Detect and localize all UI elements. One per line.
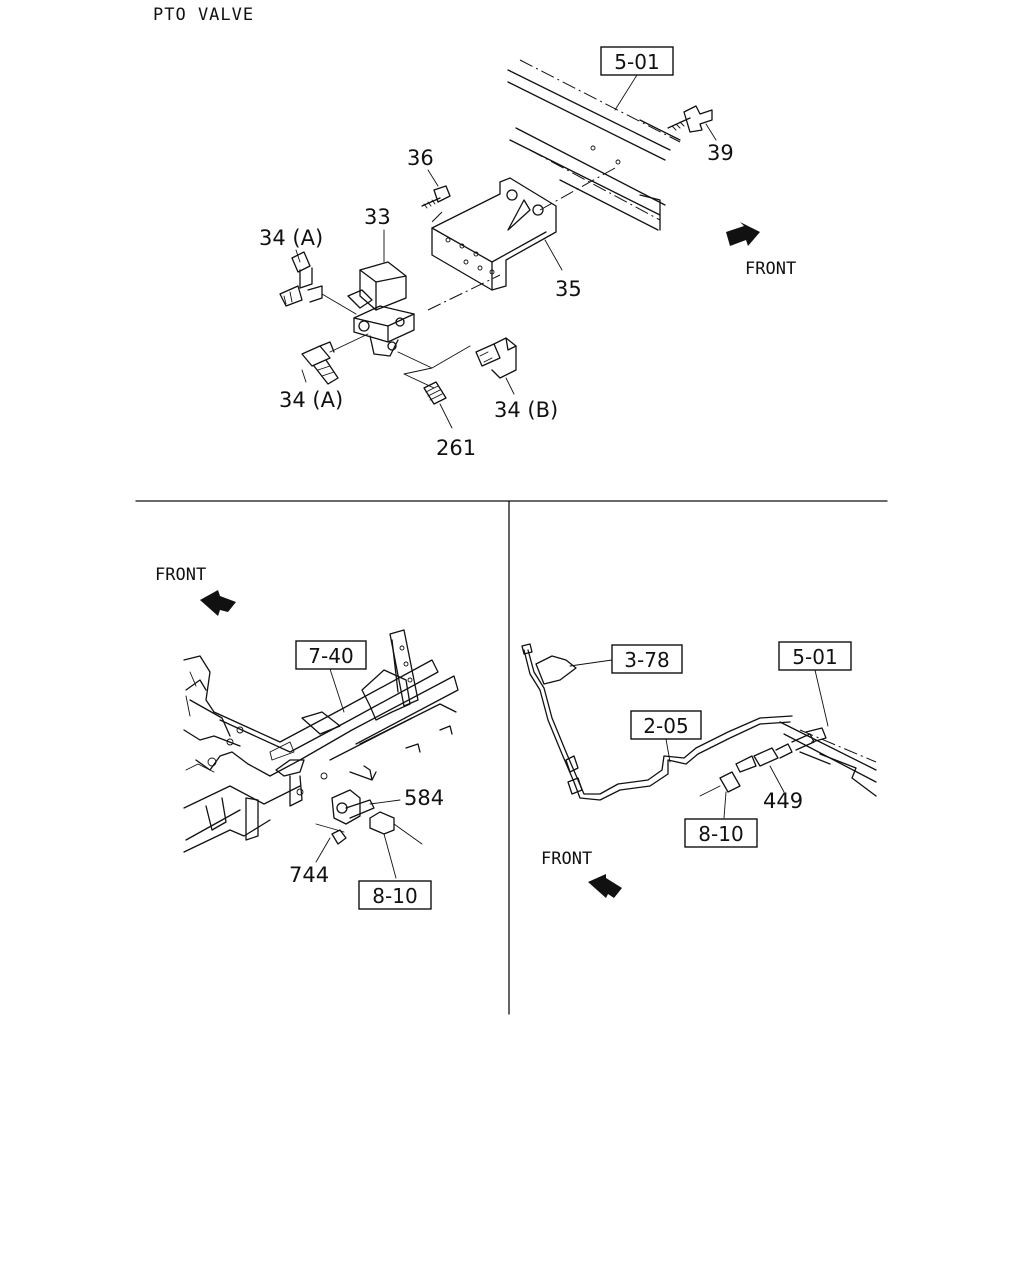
- ref-box-8-10-right[interactable]: 8-10: [684, 818, 758, 848]
- callout-33: 33: [364, 205, 391, 229]
- connector-34a-lower: [329, 333, 369, 353]
- diagram-title: PTO VALVE: [153, 5, 254, 25]
- centerline-bolt: [539, 167, 616, 211]
- leader-744: [315, 837, 331, 863]
- switch-584: [331, 789, 375, 845]
- leader-584: [369, 799, 401, 805]
- fitting-34a-upper: [279, 251, 323, 307]
- plug-261: [423, 381, 447, 405]
- leader-3-78: [569, 659, 613, 667]
- callout-449: 449: [763, 789, 803, 813]
- ref-box-7-40[interactable]: 7-40: [295, 640, 367, 670]
- cable-run: [521, 643, 793, 801]
- leader-35: [544, 239, 563, 271]
- bracket-35: [431, 177, 557, 291]
- fitting-34b: [475, 337, 517, 379]
- connector-8-10-right: [699, 771, 741, 797]
- connector-8-10-left: [369, 811, 423, 845]
- leader-34b: [505, 377, 515, 395]
- leader-39: [705, 123, 717, 141]
- svg-text:2-05: 2-05: [643, 714, 688, 738]
- leader-36: [427, 169, 439, 187]
- connector-34a-upper: [321, 293, 357, 315]
- front-arrow-top: [726, 222, 760, 246]
- leader-449: [769, 765, 785, 793]
- svg-text:8-10: 8-10: [698, 822, 743, 846]
- leader-7-40: [329, 668, 345, 713]
- svg-text:5-01: 5-01: [614, 50, 659, 74]
- front-label-top: FRONT: [745, 259, 796, 279]
- callout-584: 584: [404, 786, 444, 810]
- callout-39: 39: [707, 141, 734, 165]
- bottom-left-section: FRONT: [155, 565, 459, 910]
- front-arrow-right: [588, 874, 622, 898]
- fitting-34a-lower: [301, 341, 339, 385]
- valve-33: [347, 261, 415, 357]
- leader-34a-upper: [295, 249, 301, 263]
- front-arrow-left: [200, 590, 236, 616]
- frame-rail-right: [779, 721, 877, 797]
- svg-text:8-10: 8-10: [372, 884, 417, 908]
- bolt-36: [421, 185, 451, 209]
- svg-text:5-01: 5-01: [792, 645, 837, 669]
- leader-bracket-lower: [397, 345, 471, 389]
- leader-5-01-right: [814, 669, 829, 727]
- chassis-frame: [183, 629, 459, 853]
- frame-rail: [507, 59, 681, 231]
- leader-5-01: [614, 74, 638, 111]
- leader-8-10-right: [723, 791, 727, 819]
- front-label-right: FRONT: [541, 849, 592, 869]
- sensor-449: [735, 727, 827, 773]
- ref-box-8-10-left[interactable]: 8-10: [358, 880, 432, 910]
- ref-box-3-78[interactable]: 3-78: [611, 644, 683, 674]
- svg-text:3-78: 3-78: [624, 648, 669, 672]
- callout-34a-lower: 34 (A): [279, 388, 343, 412]
- callout-36: 36: [407, 146, 434, 170]
- svg-text:7-40: 7-40: [308, 644, 353, 668]
- bottom-right-section: 449 8-10 3-78 2-05 5-01 FRONT: [521, 641, 877, 898]
- leader-2-05: [665, 738, 671, 763]
- leader-744-bracket: [315, 823, 345, 833]
- callout-34b: 34 (B): [494, 398, 558, 422]
- ref-box-5-01[interactable]: 5-01: [600, 46, 674, 76]
- leader-8-10-left: [383, 833, 397, 879]
- leader-34a-lower: [301, 369, 307, 383]
- front-label-left: FRONT: [155, 565, 206, 585]
- top-section: 5-01 39 35: [259, 46, 796, 460]
- centerline-bracket: [427, 274, 501, 311]
- callout-35: 35: [555, 277, 582, 301]
- centerline-36: [431, 211, 443, 223]
- leader-261: [439, 403, 453, 429]
- bolt-39: [667, 105, 713, 133]
- callout-744: 744: [289, 863, 329, 887]
- callout-261: 261: [436, 436, 476, 460]
- ref-box-2-05[interactable]: 2-05: [630, 710, 702, 740]
- callout-34a-upper: 34 (A): [259, 226, 323, 250]
- ref-box-5-01-right[interactable]: 5-01: [778, 641, 852, 671]
